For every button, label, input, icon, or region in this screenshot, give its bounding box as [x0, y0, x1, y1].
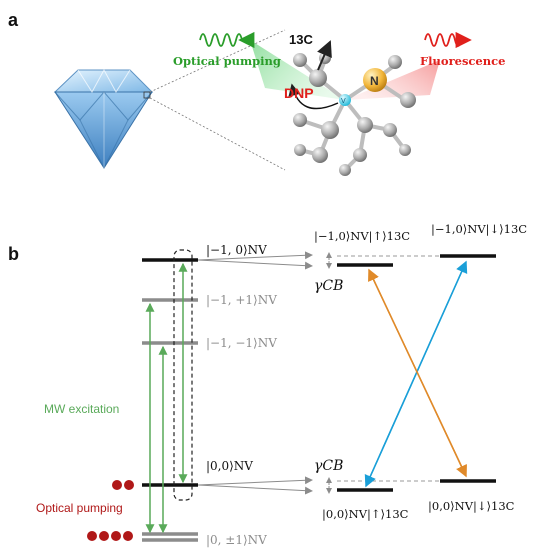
panel-b-label: b: [8, 244, 19, 264]
zoom-line-top: [149, 29, 286, 93]
nitrogen-label: N: [370, 74, 379, 88]
fluorescence-label: Fluorescence: [420, 54, 505, 68]
orange-transition-arrow-reverse: [368, 268, 467, 477]
population-dots: [87, 480, 134, 541]
label-m1-0: |−1, 0⟩NV: [206, 243, 267, 257]
carbon-atoms: [293, 52, 416, 176]
gamma-b-bottom: γCB: [314, 458, 343, 474]
dnp-label: DNP: [284, 85, 314, 101]
label-m1-down: |−1,0⟩NV|↓⟩13C: [431, 222, 527, 237]
mw-excitation-arrows: [145, 262, 188, 534]
optical-pumping-label: Optical pumping: [173, 54, 281, 68]
panel-a-label: a: [8, 10, 19, 30]
vacancy-icon: [339, 94, 351, 106]
c13-label: 13C: [289, 32, 313, 47]
label-m1-up: |−1,0⟩NV|↑⟩13C: [314, 229, 410, 244]
label-0-pm1: |0, ±1⟩NV: [206, 533, 267, 547]
vacancy-label: V: [341, 98, 346, 105]
optical-pumping-label-b: Optical pumping: [36, 501, 123, 515]
diamond-icon: [53, 68, 154, 169]
red-wave-icon: [424, 31, 472, 49]
blue-transition-arrow-reverse: [365, 260, 468, 487]
gamma-b-top: γCB: [314, 278, 343, 294]
c13-spin-arrow-icon: [317, 40, 332, 71]
label-0-up: |0,0⟩NV|↑⟩13C: [322, 507, 409, 522]
label-0-0: |0,0⟩NV: [206, 459, 253, 473]
nitrogen-atom-icon: [363, 68, 387, 92]
green-wave-icon: [199, 31, 255, 49]
mw-excitation-label: MW excitation: [44, 402, 119, 416]
zoom-line-bottom: [149, 97, 286, 171]
label-0-down: |0,0⟩NV|↓⟩13C: [428, 499, 515, 514]
selected-transition-box: [173, 249, 193, 501]
label-m1-p1: |−1, +1⟩NV: [206, 293, 277, 307]
dnp-transfer-arrow-icon: [288, 83, 339, 110]
label-m1-m1: |−1, −1⟩NV: [206, 336, 277, 350]
connector-arrows: [197, 251, 313, 495]
